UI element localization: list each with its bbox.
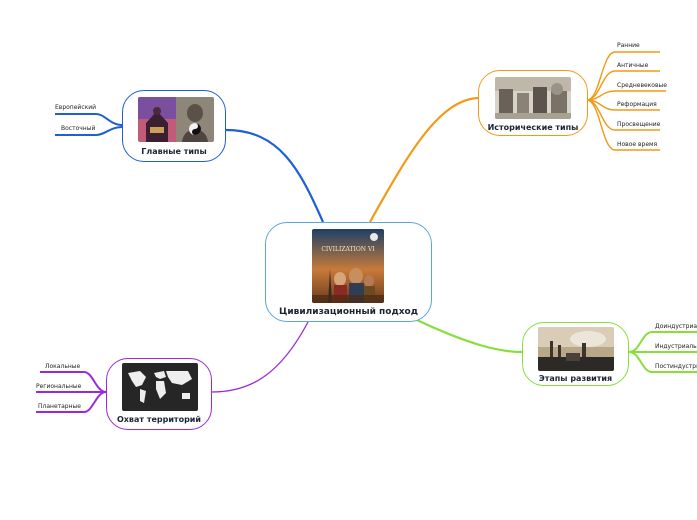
leaf-local[interactable]: Локальные [45, 363, 81, 370]
leaf-enlightenment[interactable]: Просвещение [617, 121, 661, 128]
leaf-line-medieval [586, 90, 666, 101]
connector-territory [211, 321, 309, 393]
branch-node-main-types[interactable]: Главные типы [122, 90, 226, 162]
leaf-line-planetary [36, 391, 107, 413]
branch-node-stages[interactable]: Этапы развития [522, 322, 629, 386]
central-node[interactable]: CIVILIZATION VI Цивилизационный подход [265, 222, 432, 322]
branch-node-historical[interactable]: Исторические типы [478, 70, 588, 136]
world-map-image [122, 363, 198, 411]
leaf-antique[interactable]: Античные [617, 62, 649, 69]
leaf-industrial[interactable]: Индустриальн [655, 343, 697, 350]
leaf-medieval[interactable]: Средневековые [617, 82, 667, 89]
leaf-line-modern [586, 99, 660, 151]
leaf-line-early [586, 51, 660, 101]
historical-title: Исторические типы [487, 123, 579, 132]
leaf-line-postindustrial [628, 351, 697, 373]
stages-title: Этапы развития [538, 374, 613, 383]
leaf-planetary[interactable]: Планетарные [38, 403, 81, 410]
main-types-image [138, 97, 214, 142]
stages-image [538, 327, 614, 371]
leaf-reformation[interactable]: Реформация [617, 101, 657, 108]
leaf-eastern[interactable]: Восточный [61, 125, 96, 132]
leaf-postindustrial[interactable]: Постиндустриа [655, 363, 697, 370]
leaf-preindustrial[interactable]: Доиндустриал [655, 323, 697, 330]
historical-image [495, 77, 571, 119]
connector-main-types [225, 128, 325, 223]
leaf-early[interactable]: Ранние [617, 42, 640, 49]
branch-node-territory[interactable]: Охват территорий [106, 358, 212, 430]
poster-logo-text: CIVILIZATION VI [321, 246, 375, 253]
connector-stages [416, 319, 523, 354]
leaf-line-european [55, 113, 123, 126]
civilization-poster-image: CIVILIZATION VI [312, 229, 384, 303]
leaf-european[interactable]: Европейский [55, 104, 97, 111]
connector-historical [369, 96, 479, 223]
leaf-regional[interactable]: Региональные [36, 383, 82, 390]
leaf-modern[interactable]: Новое время [617, 141, 658, 148]
main-types-title: Главные типы [141, 147, 207, 156]
leaf-line-eastern [55, 126, 123, 136]
central-title: Цивилизационный подход [279, 307, 418, 317]
territory-title: Охват территорий [116, 415, 202, 424]
